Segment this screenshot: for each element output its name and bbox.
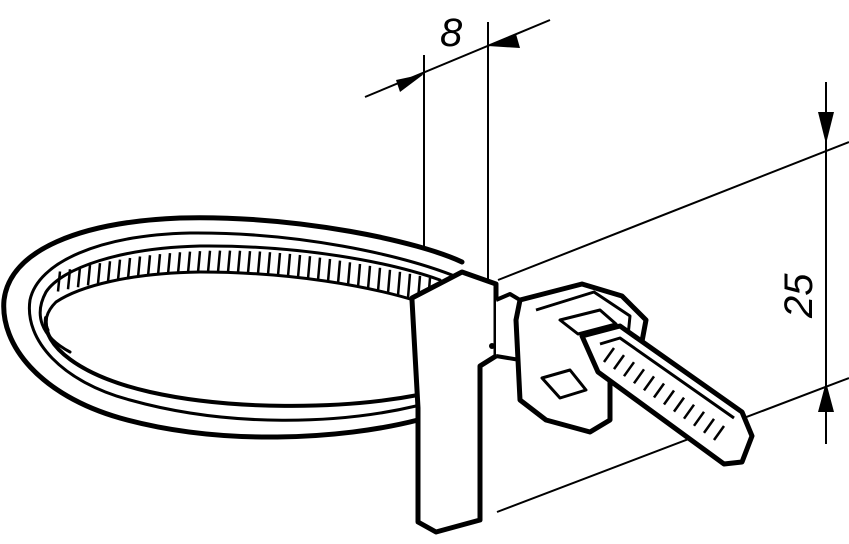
extension-line-bottom (496, 377, 849, 513)
strap-tooth (256, 251, 262, 274)
strap-tooth (116, 259, 122, 281)
tail-tooth (652, 382, 666, 399)
lock-slot (558, 308, 618, 336)
loop-outer-face (27, 231, 454, 422)
tail-tooth (692, 411, 706, 427)
strap-tooth (146, 255, 152, 277)
strap-tooth (406, 273, 412, 298)
height-dimension-label: 25 (777, 273, 821, 319)
strap-tooth (336, 260, 342, 284)
tail-tooth (612, 354, 626, 370)
strap-tooth (196, 250, 202, 273)
tail-tooth (632, 368, 646, 385)
strap-tooth (86, 264, 92, 286)
strap-tooth (396, 271, 402, 296)
strap-tooth (266, 252, 272, 275)
strap-tooth (346, 262, 352, 286)
tail-tooth (642, 375, 656, 392)
tail-tooth (702, 418, 716, 434)
strap-tooth (96, 262, 102, 284)
lock-pawl (540, 368, 588, 400)
strap-tooth (166, 252, 172, 275)
tail-tooth (682, 403, 696, 420)
strap-tooth (66, 269, 72, 290)
strap-tooth (176, 252, 182, 274)
strap-tooth (106, 261, 112, 282)
cable-tie-loop (1, 215, 465, 440)
loop-inner-edge (43, 316, 420, 408)
locking-head (513, 281, 649, 435)
width-dimension-label: 8 (440, 11, 463, 55)
strap-tooth (356, 263, 362, 288)
arrowhead-bottom-icon (818, 382, 834, 412)
strap-tooth (376, 267, 382, 292)
strap-tooth (76, 266, 82, 288)
arrowhead-top-icon (818, 112, 834, 144)
tail-tooth (712, 425, 726, 441)
strap-tooth (306, 256, 312, 280)
strap-tooth (276, 252, 282, 276)
strap-tooth (186, 251, 192, 274)
lock-top-face (535, 290, 632, 337)
tail-band (579, 323, 755, 467)
strap-tooth (386, 269, 392, 294)
strap-tooth (296, 254, 302, 278)
tail-tooth (602, 347, 616, 363)
strap-edge-upper (38, 244, 442, 354)
strap-tooth (56, 271, 62, 292)
tail-tooth (672, 396, 686, 413)
strap-tooth (366, 265, 372, 290)
strap-tooth (136, 256, 142, 278)
tail-inner-edge (599, 336, 735, 420)
arrowhead-right-icon (488, 34, 520, 48)
arrowhead-left-icon (396, 74, 424, 92)
strap-tooth (206, 250, 212, 273)
dimension-line-width (364, 19, 551, 98)
mounting-head (409, 269, 522, 535)
head-hole-icon (489, 343, 495, 349)
strap-tooth (126, 257, 132, 279)
tail-serrations (602, 347, 726, 441)
strap-tooth (216, 250, 222, 273)
tail-tooth (662, 389, 676, 406)
strap-tooth (236, 250, 242, 273)
strap-tooth (316, 257, 322, 281)
strap-tail (579, 323, 755, 467)
strap-tooth (226, 250, 232, 273)
strap-tooth (156, 253, 162, 276)
strap-tooth (286, 253, 292, 277)
strap-tooth (326, 258, 332, 283)
tail-tooth (622, 361, 636, 377)
extension-line-top (497, 141, 849, 281)
strap-tooth (246, 250, 252, 274)
head-body (409, 269, 499, 535)
